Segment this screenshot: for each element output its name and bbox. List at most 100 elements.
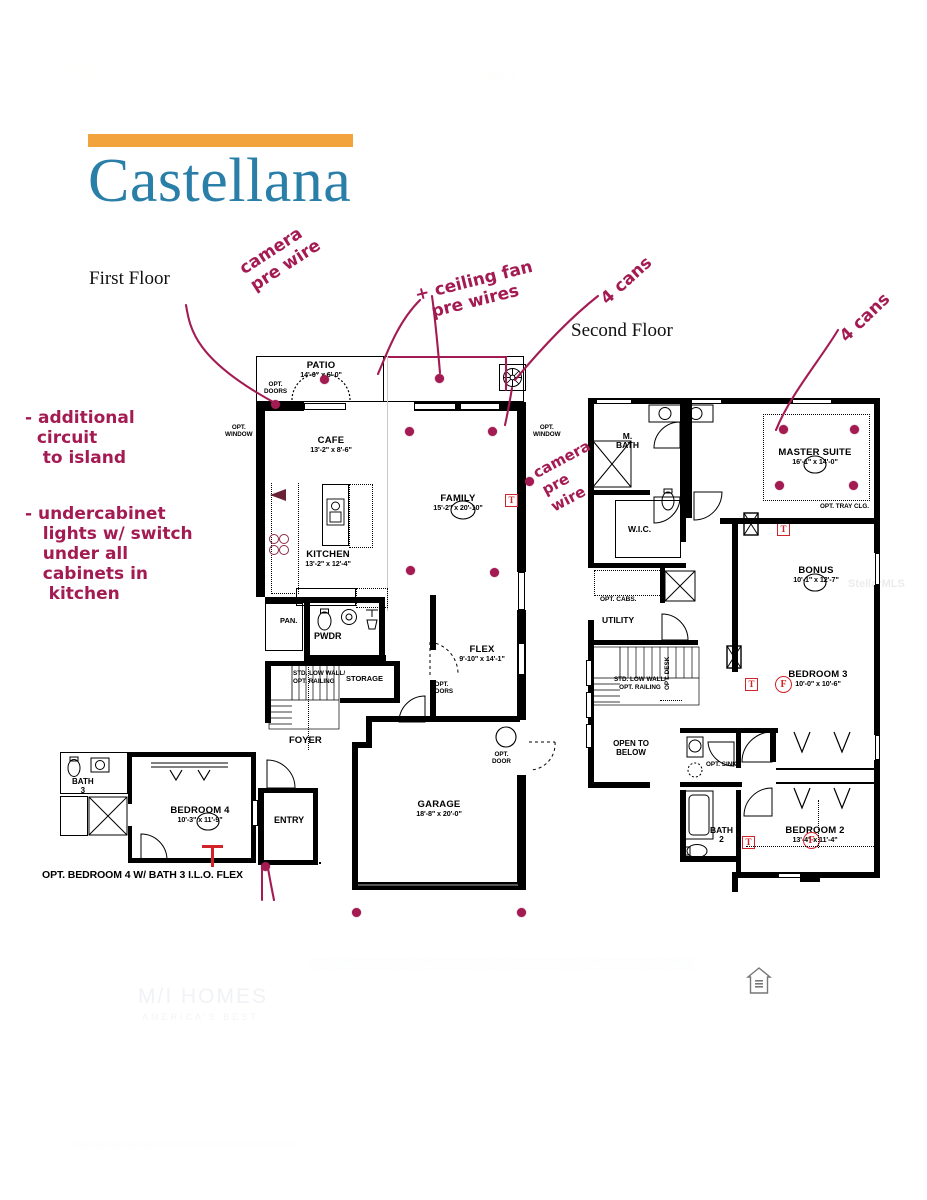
room-label-storage: STORAGE [346, 674, 383, 683]
can-light-marker [406, 566, 415, 575]
bath2-toilet-icon [684, 844, 708, 858]
wall-sf-left-upper [588, 398, 594, 563]
room-label-kitchen: KITCHEN 13'-2" x 12'-4" [305, 549, 351, 568]
room-label-bedroom3: BEDROOM 3 10'-0" x 10'-6" [788, 669, 848, 688]
wall-sf-top [588, 398, 880, 404]
wall-exterior-left-upper [256, 402, 265, 597]
note-opt-desk: OPT. DESK [664, 656, 671, 690]
opt-desk-dashed [660, 700, 682, 702]
window-sf-right-1 [875, 553, 880, 585]
note-opt-cabs: OPT. CABS. [600, 596, 637, 603]
wall-exterior-right-lower [517, 775, 526, 890]
can-light-marker [352, 908, 361, 917]
wall-entry-top [258, 788, 318, 793]
room-label-foyer: FOYER [289, 735, 322, 746]
can-light-marker [517, 908, 526, 917]
brand-watermark: M/I HOMES [138, 985, 269, 1008]
bedroom4-fan-circle [196, 812, 220, 831]
utility-door-swing [661, 613, 689, 641]
can-light-marker [405, 427, 414, 436]
thermostat-marker-master: T [777, 523, 790, 536]
kitchen-corridor-arrow [270, 489, 286, 501]
watermark-top-right: ░░░░░ [470, 66, 517, 81]
note-opt-sink: OPT. SINK [706, 761, 737, 768]
room-label-patio: PATIO 14'-0" x 6'-0" [300, 360, 342, 379]
hall-line-2 [776, 782, 880, 784]
wall-bed2-stub [800, 872, 820, 882]
bath2-sink-upper [686, 736, 704, 758]
entry-door-swing [266, 759, 296, 789]
room-label-flex: FLEX 9'-10" x 14'-1" [459, 644, 505, 663]
annotation-additional-circuit: - additional circuit to island [25, 408, 135, 469]
wall-garage-diagonal [366, 716, 372, 744]
laundry-symbols [269, 534, 289, 555]
window-flex-right [518, 643, 525, 675]
can-light-marker [320, 375, 329, 384]
window-sf-top-3 [792, 399, 832, 404]
window-top-2 [414, 403, 456, 410]
wall-sf-bottom-left [680, 856, 738, 862]
wall-utility-right [660, 563, 665, 603]
master-fan-circle [803, 455, 827, 474]
wall-sf-right-lower [874, 760, 880, 878]
wall-sf-open-bottom [588, 782, 650, 788]
bedroom4-t-marker-horz [202, 845, 223, 848]
wall-bed3-bottom2 [770, 728, 776, 762]
wic-door-swing [653, 496, 681, 524]
window-sf-right-2 [875, 735, 880, 760]
thermostat-marker-bedroom2: T [742, 836, 755, 849]
garage-circle-symbol [495, 726, 517, 748]
ob4-dashed-top [128, 752, 168, 755]
wall-flex-bottom [430, 716, 520, 722]
wall-bath2-sep [680, 782, 742, 787]
wall-master-bottom [720, 518, 880, 524]
bath3-outline [60, 752, 128, 794]
annotation-undercabinet-lights: - undercabinet lights w/ switch under al… [25, 504, 193, 605]
foyer-dashed-divider [308, 662, 310, 750]
wall-garage-left-notch [352, 742, 372, 748]
can-light-marker [435, 374, 444, 383]
ceiling-fan-icon [503, 368, 522, 387]
wall-bonus-bottom [732, 640, 738, 672]
family-fan-circle [450, 500, 476, 520]
room-label-bedroom4: BEDROOM 4 10'-3" x 11'-9" [170, 805, 230, 824]
garage-opt-door-dashed [529, 741, 556, 771]
bedroom2-door-swing [743, 787, 773, 817]
wall-mbath-right2 [680, 470, 686, 542]
wall-garage-top [372, 716, 434, 722]
master-toilet-icon [661, 488, 675, 511]
wall-bath2-right2 [736, 790, 741, 872]
wall-sf-right-upper [874, 398, 880, 553]
bath3-sink-icon [90, 757, 110, 773]
wall-mbath-bottom [594, 490, 650, 495]
bath3-tub-outline [60, 796, 88, 836]
wall-exterior-top-left [256, 402, 304, 411]
wall-master-left [686, 398, 692, 518]
wall-entry-left [258, 788, 264, 864]
entry-door-dashed [266, 862, 321, 865]
bedroom2-dashed-closet [746, 846, 876, 848]
mbath-door-swing [653, 421, 681, 449]
can-light-marker [490, 568, 499, 577]
window-top-3 [460, 403, 500, 410]
can-light-marker [849, 481, 858, 490]
room-label-cafe: CAFE 13'-2" x 8'-6" [310, 435, 352, 454]
room-label-bonus: BONUS 10'-1" x 12'-7" [793, 565, 839, 584]
can-light-marker [261, 862, 270, 871]
bath2-door-swing [707, 741, 735, 767]
room-label-entry: ENTRY [274, 815, 305, 825]
room-label-garage: GARAGE 18'-8" x 20'-0" [416, 799, 462, 818]
bath3-toilet-icon [67, 756, 81, 777]
window-right-1 [518, 572, 525, 610]
wall-entry-right [313, 788, 318, 864]
bath3-shower-icon [88, 796, 128, 836]
bedroom3-closet-symbols [793, 731, 851, 754]
window-sf-left-2 [586, 692, 592, 718]
master-entry-door-swing [693, 491, 723, 521]
bedroom4-door-swing [140, 833, 168, 861]
bedroom3-door-swing [741, 731, 773, 763]
